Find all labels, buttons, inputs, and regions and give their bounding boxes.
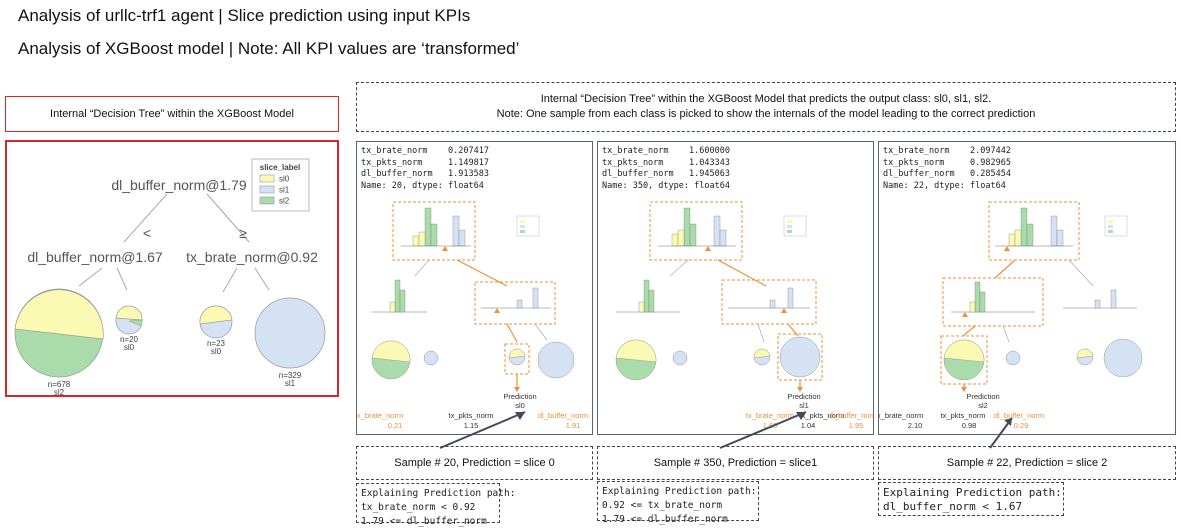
sample-1-explanation: Explaining Prediction path: tx_brate_nor…	[356, 483, 515, 527]
left-edge-label: <	[143, 225, 151, 241]
legend-label-sl0: sl0	[279, 175, 290, 184]
root-node-label: dl_buffer_norm@1.79	[111, 177, 247, 193]
sample-3-feature-header-3: dl_buffer_norm	[994, 411, 1044, 420]
sample-1-leaf-small	[423, 350, 439, 366]
legend-swatch-sl2	[259, 196, 275, 205]
sample-3-caption-text: Sample # 22, Prediction = slice 2	[946, 457, 1108, 469]
sample-1-feature-header-1: tx_brate_norm	[357, 411, 403, 420]
sample-1-feature-value-1: 0.21	[388, 421, 403, 430]
sample-2-prediction-title: Prediction	[787, 392, 820, 401]
sample-1-feature-value-3: 1.91	[566, 421, 581, 430]
right-edge-label: ≥	[239, 225, 247, 241]
sample-2-feature-value-2: 1.04	[801, 421, 816, 430]
tree-edge	[123, 193, 168, 243]
sample-1-prediction-title: Prediction	[503, 392, 536, 401]
sample-panel-3: tx_brate_norm 2.097442 tx_pkts_norm 0.98…	[878, 141, 1176, 435]
sample-1-feature-header-2: tx_pkts_norm	[448, 411, 493, 420]
sample-3-feature-value-3: 0.29	[1014, 421, 1029, 430]
sample-2-caption: Sample # 350, Prediction = slice1	[597, 446, 874, 480]
sample-2-feature-header-1: tx_brate_norm	[746, 411, 794, 420]
legend-swatch-sl0	[259, 174, 275, 183]
leaf-3-count: n=23	[207, 339, 226, 348]
sample-2-caption-text: Sample # 350, Prediction = slice1	[653, 457, 818, 469]
sample-panel-1: tx_brate_norm 0.207417 tx_pkts_norm 1.14…	[356, 141, 593, 435]
sample-3-caption: Sample # 22, Prediction = slice 2	[878, 446, 1176, 480]
left-node-label: dl_buffer_norm@1.67	[27, 249, 163, 265]
sample-2-leaf-small	[672, 350, 688, 366]
decision-tree-diagram: dl_buffer_norm@1.79 < ≥ dl_buffer_norm@1…	[14, 158, 326, 397]
sample-1-leaf-selected	[508, 348, 526, 366]
sample-1-leaf-large	[371, 340, 411, 380]
heading-line-2: Analysis of XGBoost model | Note: All KP…	[18, 39, 520, 58]
sample-3-feature-header-2: tx_pkts_norm	[940, 411, 985, 420]
sample-3-leaf-large	[1103, 338, 1143, 378]
sample-2-prediction-class: sl1	[799, 401, 809, 410]
sample-3-leaf-small	[1005, 350, 1021, 366]
sample-2-feature-value-3: 1.95	[849, 421, 864, 430]
sample-3-leaf-left	[1076, 348, 1094, 366]
legend-swatch-sl1	[259, 185, 275, 194]
sample-3-leaf-selected	[943, 339, 985, 381]
sample-2-feature-value-1: 1.60	[763, 421, 778, 430]
legend-title: slice_label	[260, 163, 300, 172]
right-caption-box: Internal “Decision Tree” within the XGBo…	[356, 82, 1176, 132]
tree-edge	[222, 267, 238, 293]
leaf-1-class: sl2	[54, 388, 65, 395]
sample-panel-2: tx_brate_norm 1.600000 tx_pkts_norm 1.04…	[597, 141, 874, 435]
tree-edge	[116, 267, 128, 291]
leaf-pie-4	[254, 297, 326, 369]
sample-3-values: tx_brate_norm 2.097442 tx_pkts_norm 0.98…	[883, 146, 1011, 191]
leaf-1-count: n=678	[48, 380, 71, 389]
leaf-pie-2	[115, 305, 143, 335]
sample-3-feature-header-1: tx_brate_norm	[879, 411, 923, 420]
sample-2-feature-header-2: tx_pkts_norm	[799, 411, 844, 420]
sample-3-explanation: Explaining Prediction path: dl_buffer_no…	[878, 482, 1064, 516]
leaf-3-class: sl0	[211, 347, 222, 356]
sample-2-explanation: Explaining Prediction path: 0.92 <= tx_b…	[597, 481, 759, 525]
tree-edge	[206, 193, 250, 243]
sample-2-path-diagram: Prediction sl1 tx_brate_norm tx_pkts_nor…	[615, 201, 873, 430]
leaf-2-class: sl0	[124, 343, 135, 352]
sample-1-values: tx_brate_norm 0.207417 tx_pkts_norm 1.14…	[361, 146, 489, 191]
heading-line-1: Analysis of urllc-trf1 agent | Slice pre…	[18, 6, 471, 25]
tree-edge	[254, 267, 270, 291]
sample-2-leaf-large	[615, 339, 657, 381]
left-caption-box: Internal “Decision Tree” within the XGBo…	[5, 96, 339, 132]
left-caption-text: Internal “Decision Tree” within the XGBo…	[50, 108, 294, 120]
legend-label-sl1: sl1	[279, 186, 290, 195]
sample-1-path-diagram: Prediction sl0 tx_brate_norm tx_pkts_nor…	[357, 201, 588, 430]
right-caption-line-2: Note: One sample from each class is pick…	[496, 108, 1036, 120]
tree-edge	[78, 267, 103, 287]
sample-1-caption: Sample # 20, Prediction = slice 0	[356, 446, 593, 480]
sample-2-leaf-left	[753, 348, 771, 366]
sample-3-prediction-title: Prediction	[966, 392, 999, 401]
sample-2-values: tx_brate_norm 1.600000 tx_pkts_norm 1.04…	[602, 146, 730, 191]
sample-2-leaf-selected	[779, 336, 821, 378]
sample-1-prediction-class: sl0	[515, 401, 525, 410]
leaf-4-count: n=329	[279, 371, 302, 380]
sample-1-feature-header-3: dl_buffer_norm	[538, 411, 588, 420]
legend-box	[251, 158, 310, 212]
sample-3-path-diagram: Prediction sl2 tx_brate_norm tx_pkts_nor…	[879, 201, 1143, 430]
legend-label-sl2: sl2	[279, 197, 290, 206]
sample-1-caption-text: Sample # 20, Prediction = slice 0	[394, 457, 555, 469]
sample-1-leaf-large-2	[537, 341, 575, 379]
sample-3-feature-value-1: 2.10	[908, 421, 923, 430]
leaf-pie-3	[199, 305, 233, 339]
right-node-label: tx_brate_norm@0.92	[186, 249, 318, 265]
sample-1-feature-value-2: 1.15	[464, 421, 479, 430]
sample-3-prediction-class: sl2	[978, 401, 988, 410]
leaf-2-count: n=20	[120, 335, 139, 344]
sample-3-feature-value-2: 0.98	[962, 421, 977, 430]
leaf-pie-1	[14, 288, 104, 378]
leaf-4-class: sl1	[285, 379, 296, 388]
right-caption-line-1: Internal “Decision Tree” within the XGBo…	[540, 93, 992, 105]
decision-tree-panel: dl_buffer_norm@1.79 < ≥ dl_buffer_norm@1…	[5, 140, 339, 397]
sample-2-feature-header-3: dl_buffer_norm	[828, 411, 873, 420]
